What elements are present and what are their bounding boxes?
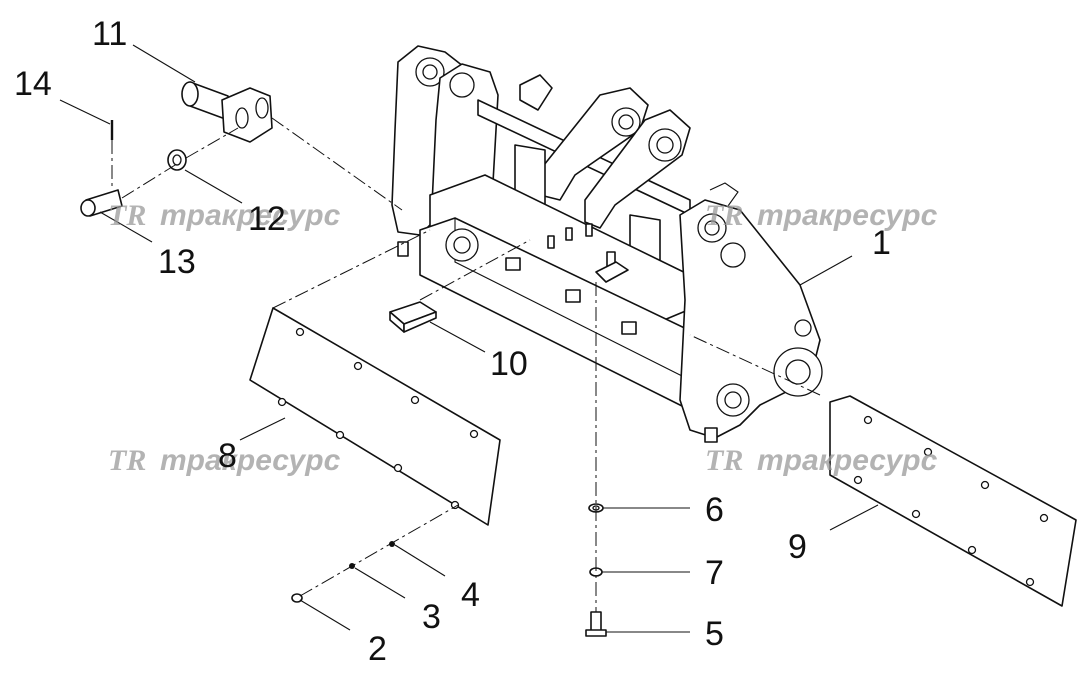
locking-pin-assembly: [181, 81, 273, 143]
clevis-pin: [80, 189, 123, 217]
callout-13: 13: [158, 243, 196, 281]
callout-9: 9: [788, 528, 807, 566]
watermark-bottom-right: TR тракресурс: [705, 444, 938, 477]
watermark-text: тракресурс: [160, 444, 341, 477]
watermark-text: тракресурс: [757, 199, 938, 232]
left-fastener-stack: [291, 541, 395, 603]
callout-labels: 11 14 12 13 1 10 8 9 6 7 5 4 3 2: [14, 15, 891, 668]
watermark-top-left: TR тракресурс: [108, 199, 341, 232]
leader-lines: [59, 44, 879, 633]
callout-1: 1: [872, 224, 891, 262]
callout-2: 2: [368, 630, 387, 668]
callout-5: 5: [705, 615, 724, 653]
watermark-text: тракресурс: [160, 199, 341, 232]
right-cover-plate: [829, 395, 1077, 607]
callout-4: 4: [461, 576, 480, 614]
watermark-logo: TR: [705, 444, 743, 477]
callout-10: 10: [490, 345, 528, 383]
watermark-logo: TR: [108, 199, 146, 232]
watermark-top-right: TR тракресурс: [705, 199, 938, 232]
watermark-bottom-left: TR тракресурс: [108, 444, 341, 477]
assembly-centerlines: [111, 117, 821, 612]
bottom-bolt-stack: [585, 503, 607, 637]
callout-8: 8: [218, 437, 237, 475]
left-cover-plate: [249, 307, 501, 526]
callout-11: 11: [92, 15, 127, 53]
wear-block: [389, 301, 437, 333]
callout-3: 3: [422, 598, 441, 636]
watermark-logo: TR: [108, 444, 146, 477]
watermark-text: тракресурс: [757, 444, 938, 477]
washer: [167, 149, 187, 171]
callout-7: 7: [705, 554, 724, 592]
callout-14: 14: [14, 65, 52, 103]
watermark-logo: TR: [705, 199, 743, 232]
main-frame: [391, 45, 823, 443]
callout-6: 6: [705, 491, 724, 529]
callout-12: 12: [248, 200, 286, 238]
